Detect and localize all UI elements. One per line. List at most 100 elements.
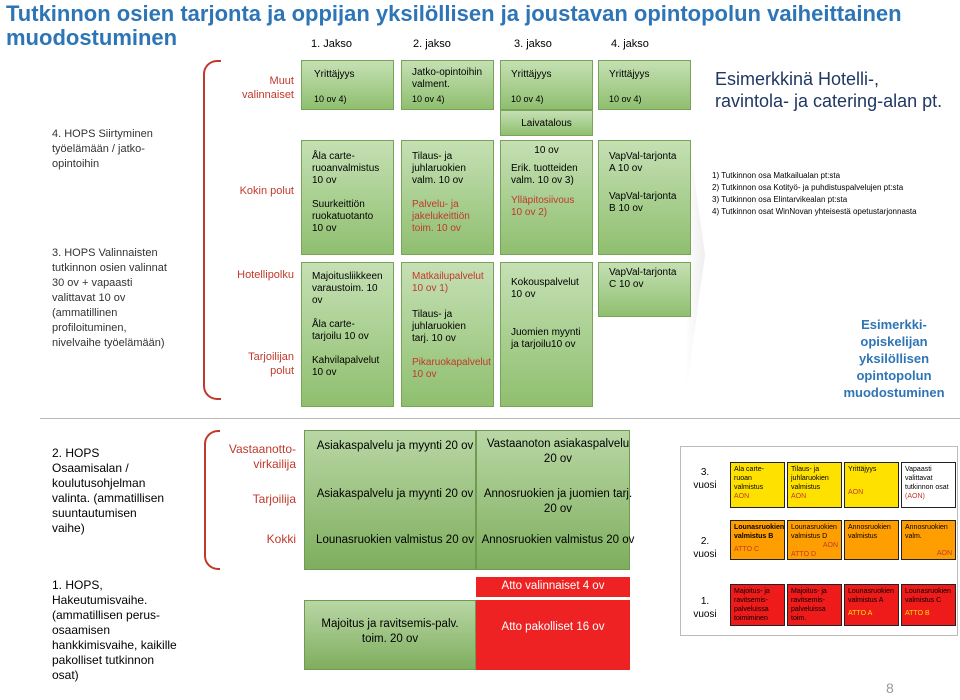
grid-r1-c3: Lounasruokien valmistus A ATTO A [844, 584, 899, 626]
upper-bracket [203, 60, 221, 400]
hops-1: 1. HOPS, Hakeutumisvaihe. (ammatillisen … [52, 578, 177, 682]
grid-r2-c2: Lounasruokien valmistus D AON ATTO D [787, 520, 842, 560]
box-asiakaspalvelu-1: Asiakaspalvelu ja myynti 20 ov [316, 440, 474, 452]
year-2: 2. vuosi [693, 536, 717, 560]
grid-r2-c1-atto: ATTO C [734, 546, 760, 553]
grid-r2-c1: Lounasruokien valmistus B ATTO C [730, 520, 785, 560]
column-2-upper: Tilaus- ja juhlaruokien valm. 10 ov Palv… [401, 140, 494, 255]
period-1: 1. Jakso [311, 38, 352, 50]
column-1-lower: Majoitusliikkeen varaustoim. 10 ov Åla c… [301, 262, 394, 407]
box-matkailupalvelut: Matkailupalvelut 10 ov 1) [412, 271, 484, 294]
column-1-upper: Åla carte-ruoanvalmistus 10 ov Suurkeitt… [301, 140, 394, 255]
header-1-name: Yrittäjyys [314, 69, 355, 80]
grid-r1-c3-atto: ATTO A [848, 610, 873, 617]
grid-r1-c4-text: Lounasruokien valmistus C [905, 588, 951, 604]
box-c3-credits: 10 ov [534, 145, 559, 156]
box-vapval-c: VapVal-tarjonta C 10 ov [609, 267, 677, 290]
grid-r3-c1-text: Ala carte-ruoan valmistus [734, 466, 764, 491]
box-suurkeittio: Suurkeittiön ruokatuotanto 10 ov [312, 199, 374, 234]
grid-r2-c2-atto: ATTO D [791, 551, 817, 558]
box-yllapitosiivous: Ylläpitosiivous 10 ov 2) [511, 195, 575, 218]
label-kokin: Kokin polut [239, 185, 294, 197]
label-tarjoilija: Tarjoilija [252, 492, 296, 506]
box-annosruoat-tarj: Annosruokien ja juomien tarj. 20 ov [483, 488, 633, 515]
box-laivatalous: Laivatalous [500, 110, 593, 136]
grid-r3-c1-aon: AON [734, 493, 750, 500]
grid-r3-c4-text: Vapaasti valittavat tutkinnon osat [905, 466, 949, 491]
grid-r2-c4: Annosruokien valm. AON [901, 520, 956, 560]
box-juomien-myynti: Juomien myynti ja tarjoilu10 ov [511, 327, 581, 350]
divider [40, 418, 960, 419]
box-kahvilapalvelut: Kahvilapalvelut 10 ov [312, 355, 380, 378]
note-1: 1) Tutkinnon osa Matkailualan pt:sta [712, 171, 841, 180]
box-pikaruoka: Pikaruokapalvelut 10 ov [412, 357, 491, 380]
grid-r3-c4-aon: (AON) [905, 493, 925, 500]
grid-r2-c1-text: Lounasruokien valmistus B [734, 524, 785, 540]
grid-r2-c4-text: Annosruokien valm. [905, 524, 948, 540]
box-asiakaspalvelu-2: Asiakaspalvelu ja myynti 20 ov [316, 488, 474, 500]
box-vastaanotto: Vastaanoton asiakaspalvelu 20 ov [486, 438, 630, 465]
example-path-label: Esimerkki-opiskelijan yksilöllisen opint… [843, 317, 945, 400]
box-tilaus-valm: Tilaus- ja juhlaruokien valm. 10 ov [412, 151, 466, 186]
column-3-upper: 10 ov Erik. tuotteiden valm. 10 ov 3) Yl… [500, 140, 593, 255]
grid-r3-c2-aon: AON [791, 493, 807, 500]
grid-r1-c1-text: Majoitus- ja ravitsemis-palveluissa toim… [734, 588, 770, 622]
label-tarjoilijan: Tarjoilijan polut [248, 351, 294, 377]
box-ala-carte-tarjoilu: Åla carte-tarjoilu 10 ov [312, 319, 369, 342]
note-2: 2) Tutkinnon osa Kotityö- ja puhdistuspa… [712, 183, 904, 192]
column-3-lower: Kokouspalvelut 10 ov Juomien myynti ja t… [500, 262, 593, 407]
header-2-name: Jatko-opintoihin valment. [412, 67, 483, 90]
header-1-credits: 10 ov 4) [314, 94, 347, 104]
grid-r2-c2-aon: AON [822, 542, 838, 549]
box-erik-tuotteet: Erik. tuotteiden valm. 10 ov 3) [511, 163, 578, 186]
grid-r1-c2-text: Majoitus- ja ravitsemis-palveluissa toim… [791, 588, 827, 622]
box-atto-valinnaiset: Atto valinnaiset 4 ov [476, 577, 630, 597]
box-annosruoat-valm: Annosruokien valmistus 20 ov [481, 534, 635, 546]
hops-2: 2. HOPS Osaamisalan / koulutusohjelman v… [52, 446, 165, 535]
label-kokki: Kokki [266, 532, 296, 546]
year-1: 1. vuosi [693, 596, 717, 620]
year-3: 3. vuosi [693, 467, 717, 491]
page-number: 8 [886, 680, 894, 696]
grid-r1-c2: Majoitus- ja ravitsemis-palveluissa toim… [787, 584, 842, 635]
grid-r1-c3-text: Lounasruokien valmistus A [848, 588, 894, 604]
header-2-credits: 10 ov 4) [412, 94, 445, 104]
box-vapval-b: VapVal-tarjonta B 10 ov [609, 191, 677, 214]
grid-r1-c2-aon: AON [806, 628, 823, 635]
header-3-credits: 10 ov 4) [511, 94, 544, 104]
box-tilaus-tarj: Tilaus- ja juhlaruokien tarj. 10 ov [412, 309, 466, 344]
grid-r3-c4: Vapaasti valittavat tutkinnon osat (AON) [901, 462, 956, 508]
header-box-1: Yrittäjyys 10 ov 4) [301, 60, 394, 110]
notes: 1) Tutkinnon osa Matkailualan pt:sta 2) … [712, 170, 957, 218]
header-4-credits: 10 ov 4) [609, 94, 642, 104]
lower-column-1: Asiakaspalvelu ja myynti 20 ov Asiakaspa… [304, 430, 476, 570]
label-hotelli: Hotellipolku [237, 269, 294, 281]
period-3: 3. jakso [514, 38, 552, 50]
box-ala-carte-ruoan: Åla carte-ruoanvalmistus 10 ov [312, 151, 380, 186]
grid-r3-c2-text: Tilaus- ja juhlaruokien valmistus [791, 466, 829, 491]
grid-r1-c4: Lounasruokien valmistus C ATTO B [901, 584, 956, 626]
grid-r3-c1: Ala carte-ruoan valmistus AON [730, 462, 785, 508]
box-palvelu-jakelu: Palvelu- ja jakelukeittiön toim. 10 ov [412, 199, 470, 234]
column-2-lower: Matkailupalvelut 10 ov 1) Tilaus- ja juh… [401, 262, 494, 407]
grid-r3-c3-text: Yrittäjyys [848, 466, 877, 473]
header-box-4: Yrittäjyys 10 ov 4) [598, 60, 691, 110]
grid-r1-c1: Majoitus- ja ravitsemis-palveluissa toim… [730, 584, 785, 626]
period-4: 4. jakso [611, 38, 649, 50]
label-vastaanotto: Vastaanotto-virkailija [228, 442, 296, 471]
note-4: 4) Tutkinnon osat WinNovan yhteisestä op… [712, 207, 917, 216]
grid-r2-c3-text: Annosruokien valmistus [848, 524, 891, 540]
period-2: 2. jakso [413, 38, 451, 50]
grid-r2-c4-aon: AON [936, 550, 952, 557]
hops-3: 3. HOPS Valinnaisten tutkinnon osien val… [52, 247, 167, 349]
grid-r3-c2: Tilaus- ja juhlaruokien valmistus AON [787, 462, 842, 508]
note-3: 3) Tutkinnon osa Elintarvikealan pt:sta [712, 195, 848, 204]
header-3-name: Yrittäjyys [511, 69, 552, 80]
box-majoitusliike: Majoitusliikkeen varaustoim. 10 ov [312, 271, 383, 306]
header-4-name: Yrittäjyys [609, 69, 650, 80]
box-vapval-a: VapVal-tarjonta A 10 ov [609, 151, 677, 174]
grid-r3-c3: Yrittäjyys AON [844, 462, 899, 508]
grid-r2-c3: Annosruokien valmistus [844, 520, 899, 560]
grid-r2-c2-text: Lounasruokien valmistus D [791, 524, 837, 540]
grid-r1-c4-atto: ATTO B [905, 610, 930, 617]
